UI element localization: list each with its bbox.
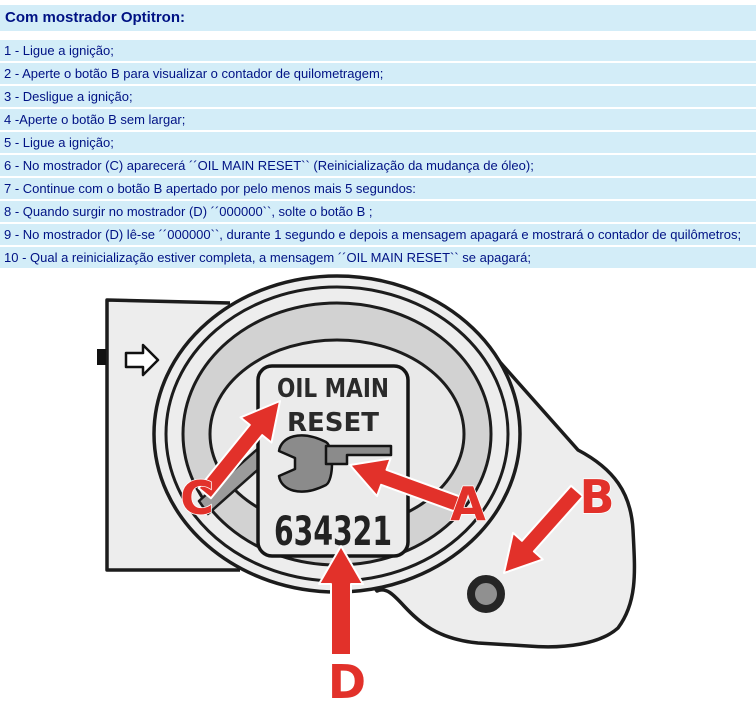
gauge-illustration: OIL MAIN RESET 634321 C A B D: [0, 270, 756, 706]
pointer-arrow-c: [197, 400, 281, 500]
step-item: 5 - Ligue a ignição;: [0, 132, 756, 153]
pointer-arrow-b: [503, 484, 584, 574]
display-text-line1: OIL MAIN: [277, 374, 389, 404]
direction-arrow-icon: [124, 343, 160, 377]
label-b: B: [579, 470, 614, 524]
label-a: A: [450, 477, 486, 531]
page-title: Com mostrador Optitron:: [0, 5, 756, 31]
label-d: D: [328, 655, 366, 705]
step-item: 3 - Desligue a ignição;: [0, 86, 756, 107]
housing-left-outline: [105, 298, 240, 572]
step-item: 2 - Aperte o botão B para visualizar o c…: [0, 63, 756, 84]
step-item: 4 -Aperte o botão B sem largar;: [0, 109, 756, 130]
pointer-arrow-a: [349, 457, 464, 514]
step-item: 9 - No mostrador (D) lê-se ´´000000``, d…: [0, 224, 756, 245]
wrench-handle: [324, 444, 393, 466]
wrench-icon: [277, 434, 334, 493]
step-item: 8 - Quando surgir no mostrador (D) ´´000…: [0, 201, 756, 222]
label-c: C: [180, 471, 214, 525]
step-item: 7 - Continue com o botão B apertado por …: [0, 178, 756, 199]
step-item: 6 - No mostrador (C) aparecerá ´´OIL MAI…: [0, 155, 756, 176]
step-item: 10 - Qual a reinicialização estiver comp…: [0, 247, 756, 268]
step-item: 1 - Ligue a ignição;: [0, 40, 756, 61]
pointer-arrow-d: [318, 545, 364, 656]
odometer-value: 634321: [274, 509, 392, 555]
instruction-list: 1 - Ligue a ignição; 2 - Aperte o botão …: [0, 40, 756, 268]
button-b: [467, 575, 505, 613]
housing-tick: [97, 349, 106, 365]
display-text-line2: RESET: [287, 408, 379, 438]
